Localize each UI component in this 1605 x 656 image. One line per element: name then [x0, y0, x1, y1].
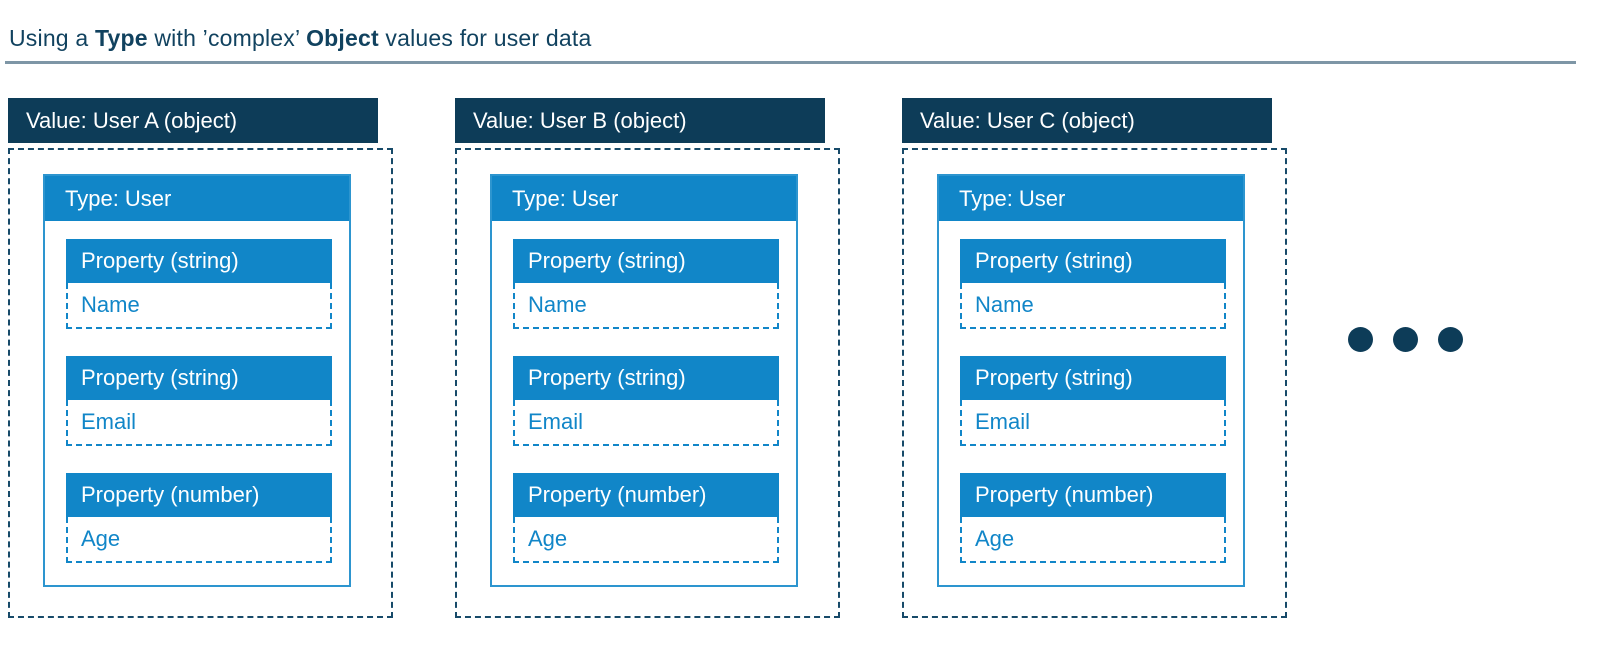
ellipsis-dot [1393, 327, 1418, 352]
property-header: Property (number) [960, 473, 1226, 517]
ellipsis-dot [1438, 327, 1463, 352]
property-block: Property (number) Age [513, 473, 779, 563]
property-value: Name [513, 283, 779, 329]
ellipsis-dot [1348, 327, 1373, 352]
property-block: Property (string) Email [513, 356, 779, 446]
type-box: Type: User Property (string) Name Proper… [43, 174, 351, 587]
diagram-title: Using a Type with ’complex’ Object value… [9, 25, 591, 52]
property-value: Age [66, 517, 332, 563]
type-header: Type: User [492, 176, 796, 221]
property-header: Property (string) [513, 239, 779, 283]
ellipsis-icon [1348, 327, 1463, 352]
user-card-c: Value: User C (object) Type: User Proper… [902, 98, 1287, 618]
user-card-a: Value: User A (object) Type: User Proper… [8, 98, 393, 618]
property-header: Property (string) [960, 239, 1226, 283]
property-value: Email [513, 400, 779, 446]
property-value: Email [66, 400, 332, 446]
type-content: Property (string) Name Property (string)… [492, 221, 796, 585]
value-header: Value: User A (object) [8, 98, 378, 143]
type-box: Type: User Property (string) Name Proper… [490, 174, 798, 587]
type-header: Type: User [45, 176, 349, 221]
property-header: Property (number) [513, 473, 779, 517]
property-block: Property (number) Age [960, 473, 1226, 563]
property-value: Email [960, 400, 1226, 446]
user-card-b: Value: User B (object) Type: User Proper… [455, 98, 840, 618]
object-dashed-boundary: Type: User Property (string) Name Proper… [455, 148, 840, 618]
title-underline [5, 61, 1576, 64]
value-header: Value: User B (object) [455, 98, 825, 143]
type-content: Property (string) Name Property (string)… [939, 221, 1243, 585]
object-dashed-boundary: Type: User Property (string) Name Proper… [902, 148, 1287, 618]
type-header: Type: User [939, 176, 1243, 221]
property-value: Age [960, 517, 1226, 563]
property-header: Property (string) [66, 239, 332, 283]
title-text-pre: Using a [9, 25, 95, 51]
cards-row: Value: User A (object) Type: User Proper… [8, 98, 1287, 618]
title-text-bold-object: Object [306, 25, 379, 51]
title-text-post: values for user data [378, 25, 592, 51]
property-header: Property (string) [513, 356, 779, 400]
title-text-mid: with ’complex’ [147, 25, 307, 51]
title-text-bold-type: Type [94, 25, 148, 51]
property-header: Property (string) [66, 356, 332, 400]
property-block: Property (string) Name [66, 239, 332, 329]
type-box: Type: User Property (string) Name Proper… [937, 174, 1245, 587]
value-header: Value: User C (object) [902, 98, 1272, 143]
object-dashed-boundary: Type: User Property (string) Name Proper… [8, 148, 393, 618]
property-value: Age [513, 517, 779, 563]
property-block: Property (string) Name [513, 239, 779, 329]
property-block: Property (string) Email [960, 356, 1226, 446]
property-block: Property (string) Email [66, 356, 332, 446]
type-content: Property (string) Name Property (string)… [45, 221, 349, 585]
property-value: Name [960, 283, 1226, 329]
property-value: Name [66, 283, 332, 329]
property-block: Property (number) Age [66, 473, 332, 563]
property-block: Property (string) Name [960, 239, 1226, 329]
property-header: Property (string) [960, 356, 1226, 400]
property-header: Property (number) [66, 473, 332, 517]
